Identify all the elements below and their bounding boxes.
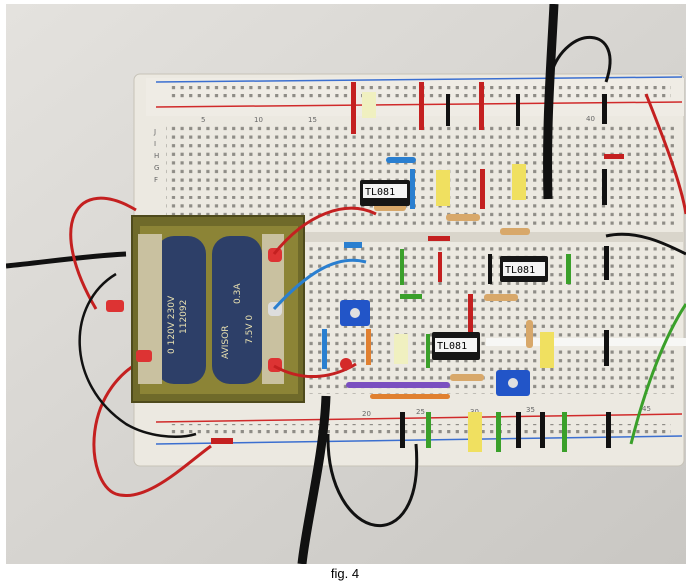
svg-text:40: 40 [586,115,595,123]
svg-text:J: J [153,128,156,136]
svg-text:20: 20 [362,410,371,418]
ic-chip-3: TL081 [432,332,480,360]
led [340,358,352,370]
ic-chip-1: TL081 [360,180,410,206]
rail-line-blue-top [155,76,683,83]
svg-text:TL081: TL081 [437,341,467,352]
svg-text:TL081: TL081 [365,187,395,198]
black-cable-top [543,4,559,200]
svg-text:TL081: TL081 [505,265,535,276]
svg-text:10: 10 [254,116,263,124]
row-letters: F G H I J [153,128,159,184]
svg-text:0.3A: 0.3A [233,283,243,304]
svg-text:H: H [154,152,159,160]
svg-text:15: 15 [308,116,317,124]
capacitors [362,92,554,452]
svg-text:45: 45 [642,405,651,413]
breadboard-photo: F G H I J 5 10 15 40 20 25 30 35 45 0 1 [6,4,686,564]
svg-text:I: I [154,140,156,148]
rail-line-red-bottom [155,413,683,423]
center-channel [151,232,684,242]
svg-text:F: F [154,176,158,184]
figure-caption: fig. 4 [330,566,360,581]
svg-text:7.5V 0: 7.5V 0 [245,315,255,344]
svg-text:0 120V 230V: 0 120V 230V [167,295,177,354]
svg-text:AVISOR: AVISOR [221,326,231,359]
svg-text:112092: 112092 [179,300,189,334]
svg-text:5: 5 [201,116,205,124]
black-cable-left [6,251,127,269]
transformer: 0 120V 230V 112092 AVISOR 0.3A 7.5V 0 [106,215,305,403]
svg-text:25: 25 [416,408,425,416]
black-cable-bottom [297,395,331,564]
ic-chip-2: TL081 [500,256,548,282]
green-wire [629,303,686,445]
jumper-wires [211,82,624,452]
svg-text:35: 35 [526,406,535,414]
svg-text:G: G [154,164,159,172]
